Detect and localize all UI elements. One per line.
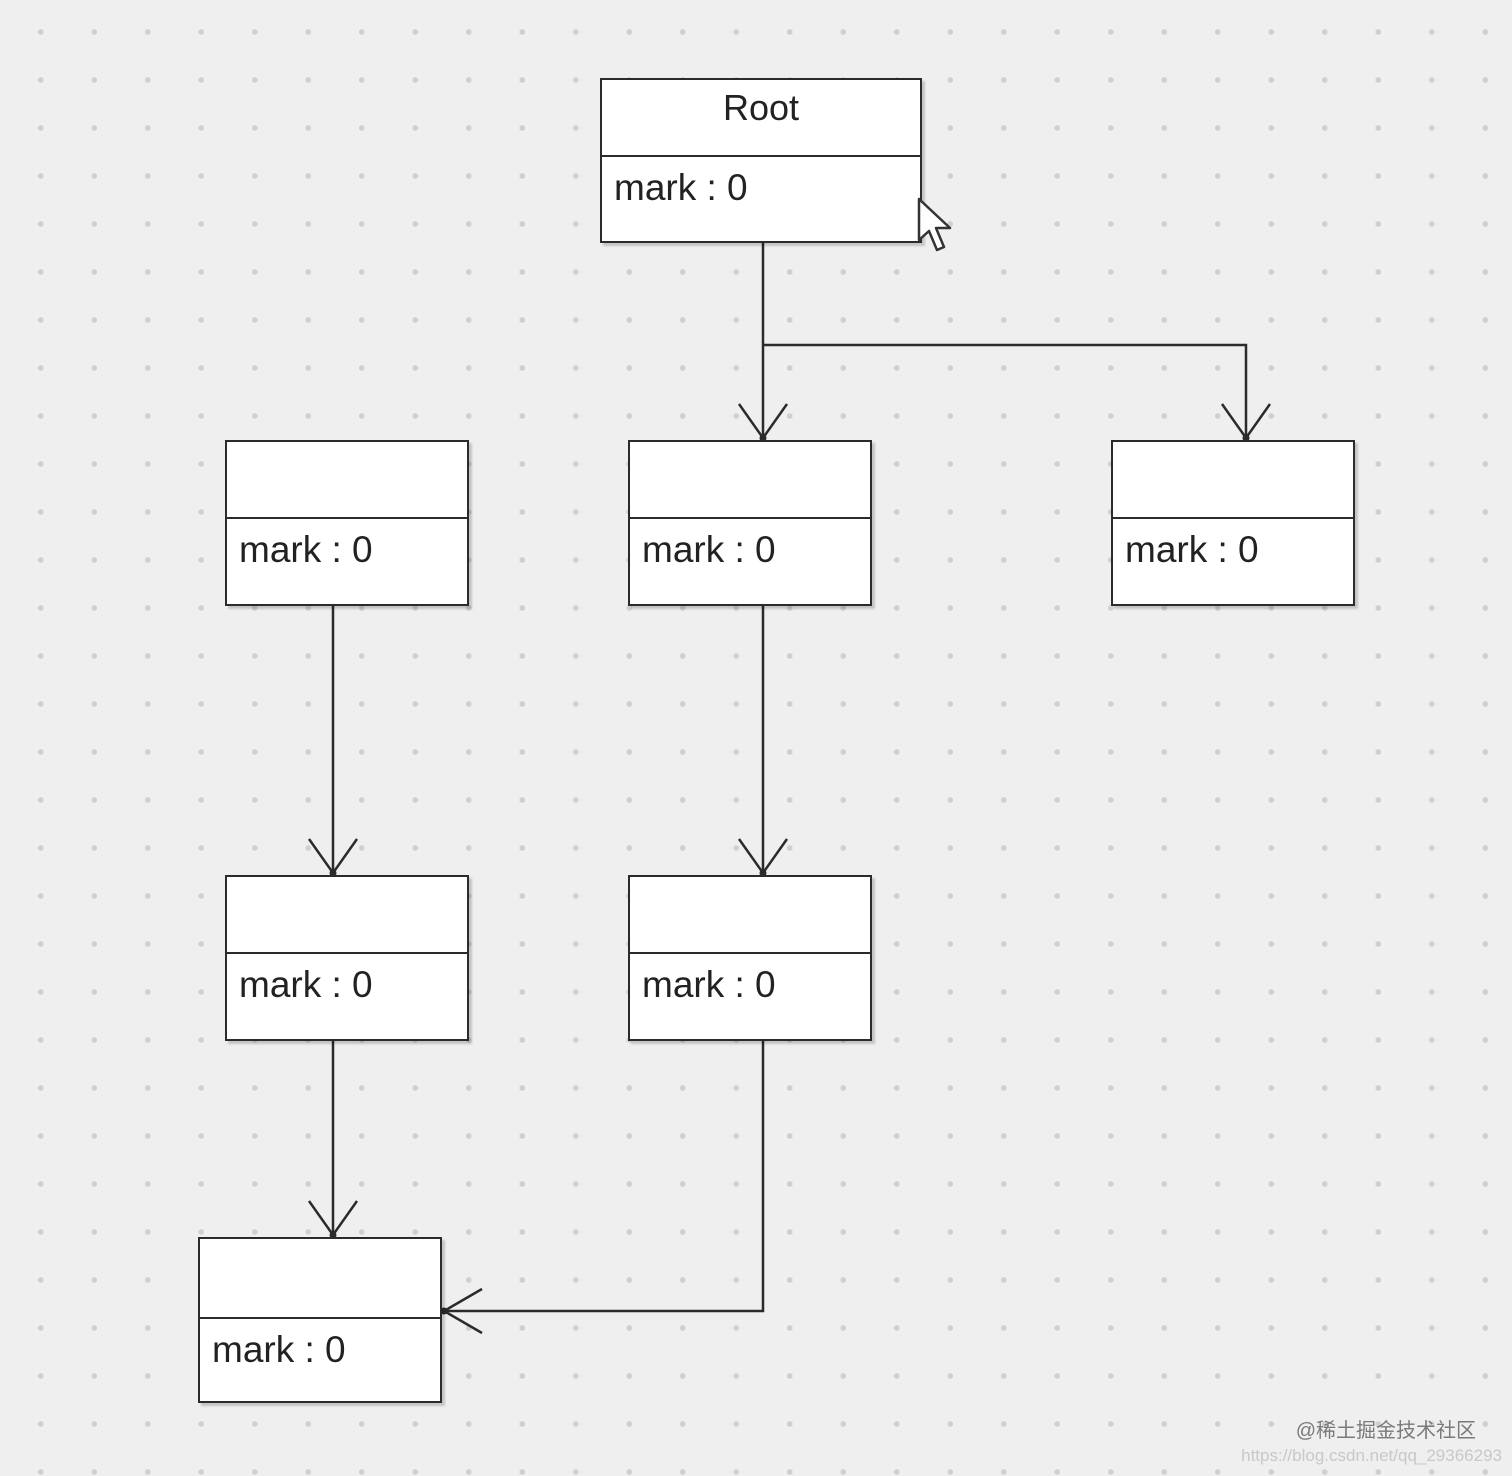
class-attribute: mark : 0 [642, 964, 776, 1005]
class-title [1113, 442, 1353, 519]
edge-root-to-c [763, 343, 1248, 438]
class-title: Root [602, 80, 920, 157]
watermark-url: https://blog.csdn.net/qq_29366293 [1241, 1446, 1502, 1465]
class-title [227, 442, 467, 519]
class-box-c[interactable]: mark : 0 [1111, 440, 1355, 606]
mouse-cursor-icon [917, 197, 952, 252]
class-box-root[interactable]: Root mark : 0 [600, 78, 922, 243]
class-box-d[interactable]: mark : 0 [225, 875, 469, 1041]
class-attribute: mark : 0 [239, 964, 373, 1005]
class-box-f[interactable]: mark : 0 [198, 1237, 442, 1403]
edge-e-to-f [444, 1041, 765, 1313]
class-title [630, 442, 870, 519]
class-box-a[interactable]: mark : 0 [225, 440, 469, 606]
watermark-text: @稀土掘金技术社区 [1295, 1420, 1476, 1442]
class-title [227, 877, 467, 954]
class-attribute: mark : 0 [1125, 529, 1259, 570]
class-attribute: mark : 0 [239, 529, 373, 570]
class-title [630, 877, 870, 954]
class-box-b[interactable]: mark : 0 [628, 440, 872, 606]
class-box-e[interactable]: mark : 0 [628, 875, 872, 1041]
class-title [200, 1239, 440, 1319]
class-attribute: mark : 0 [642, 529, 776, 570]
class-attribute: mark : 0 [212, 1329, 346, 1370]
class-attribute: mark : 0 [614, 167, 748, 208]
